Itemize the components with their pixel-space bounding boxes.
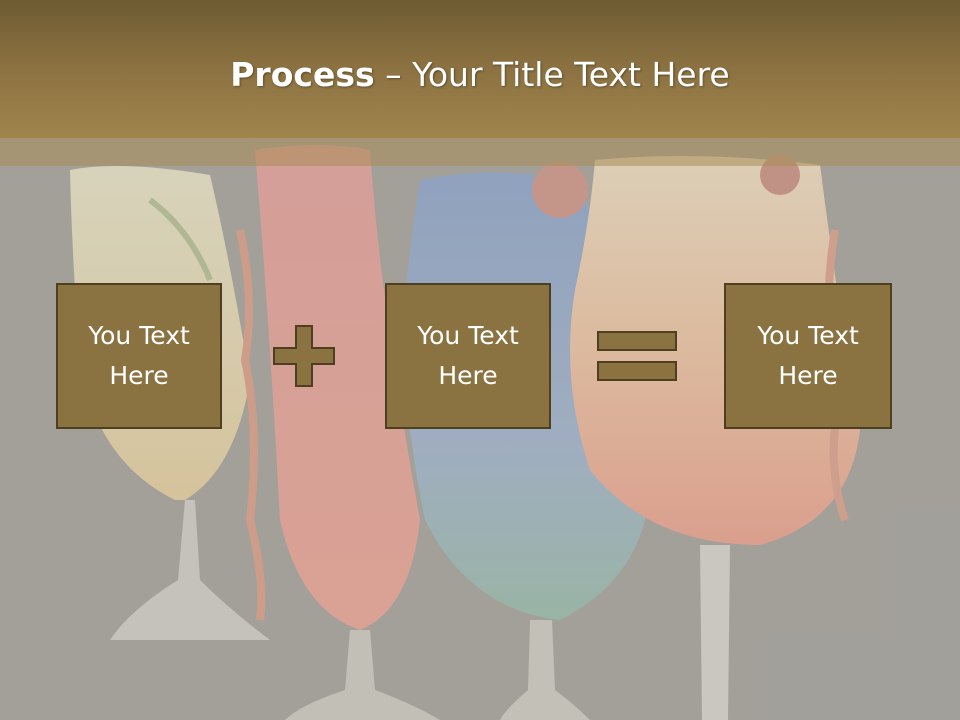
title-band [0,0,960,138]
process-box-3-label: You Text Here [757,321,859,390]
plus-icon [272,324,336,388]
slide-title-rest: – Your Title Text Here [374,55,730,94]
process-box-3[interactable]: You Text Here [724,283,892,429]
process-box-2-label: You Text Here [417,321,519,390]
equals-icon [596,330,678,384]
process-box-2[interactable]: You Text Here [385,283,551,429]
slide-title-bold: Process [230,55,375,94]
title-strip [0,138,960,166]
process-box-1[interactable]: You Text Here [56,283,222,429]
process-box-1-label: You Text Here [88,321,190,390]
slide-title: Process – Your Title Text Here [0,52,960,98]
